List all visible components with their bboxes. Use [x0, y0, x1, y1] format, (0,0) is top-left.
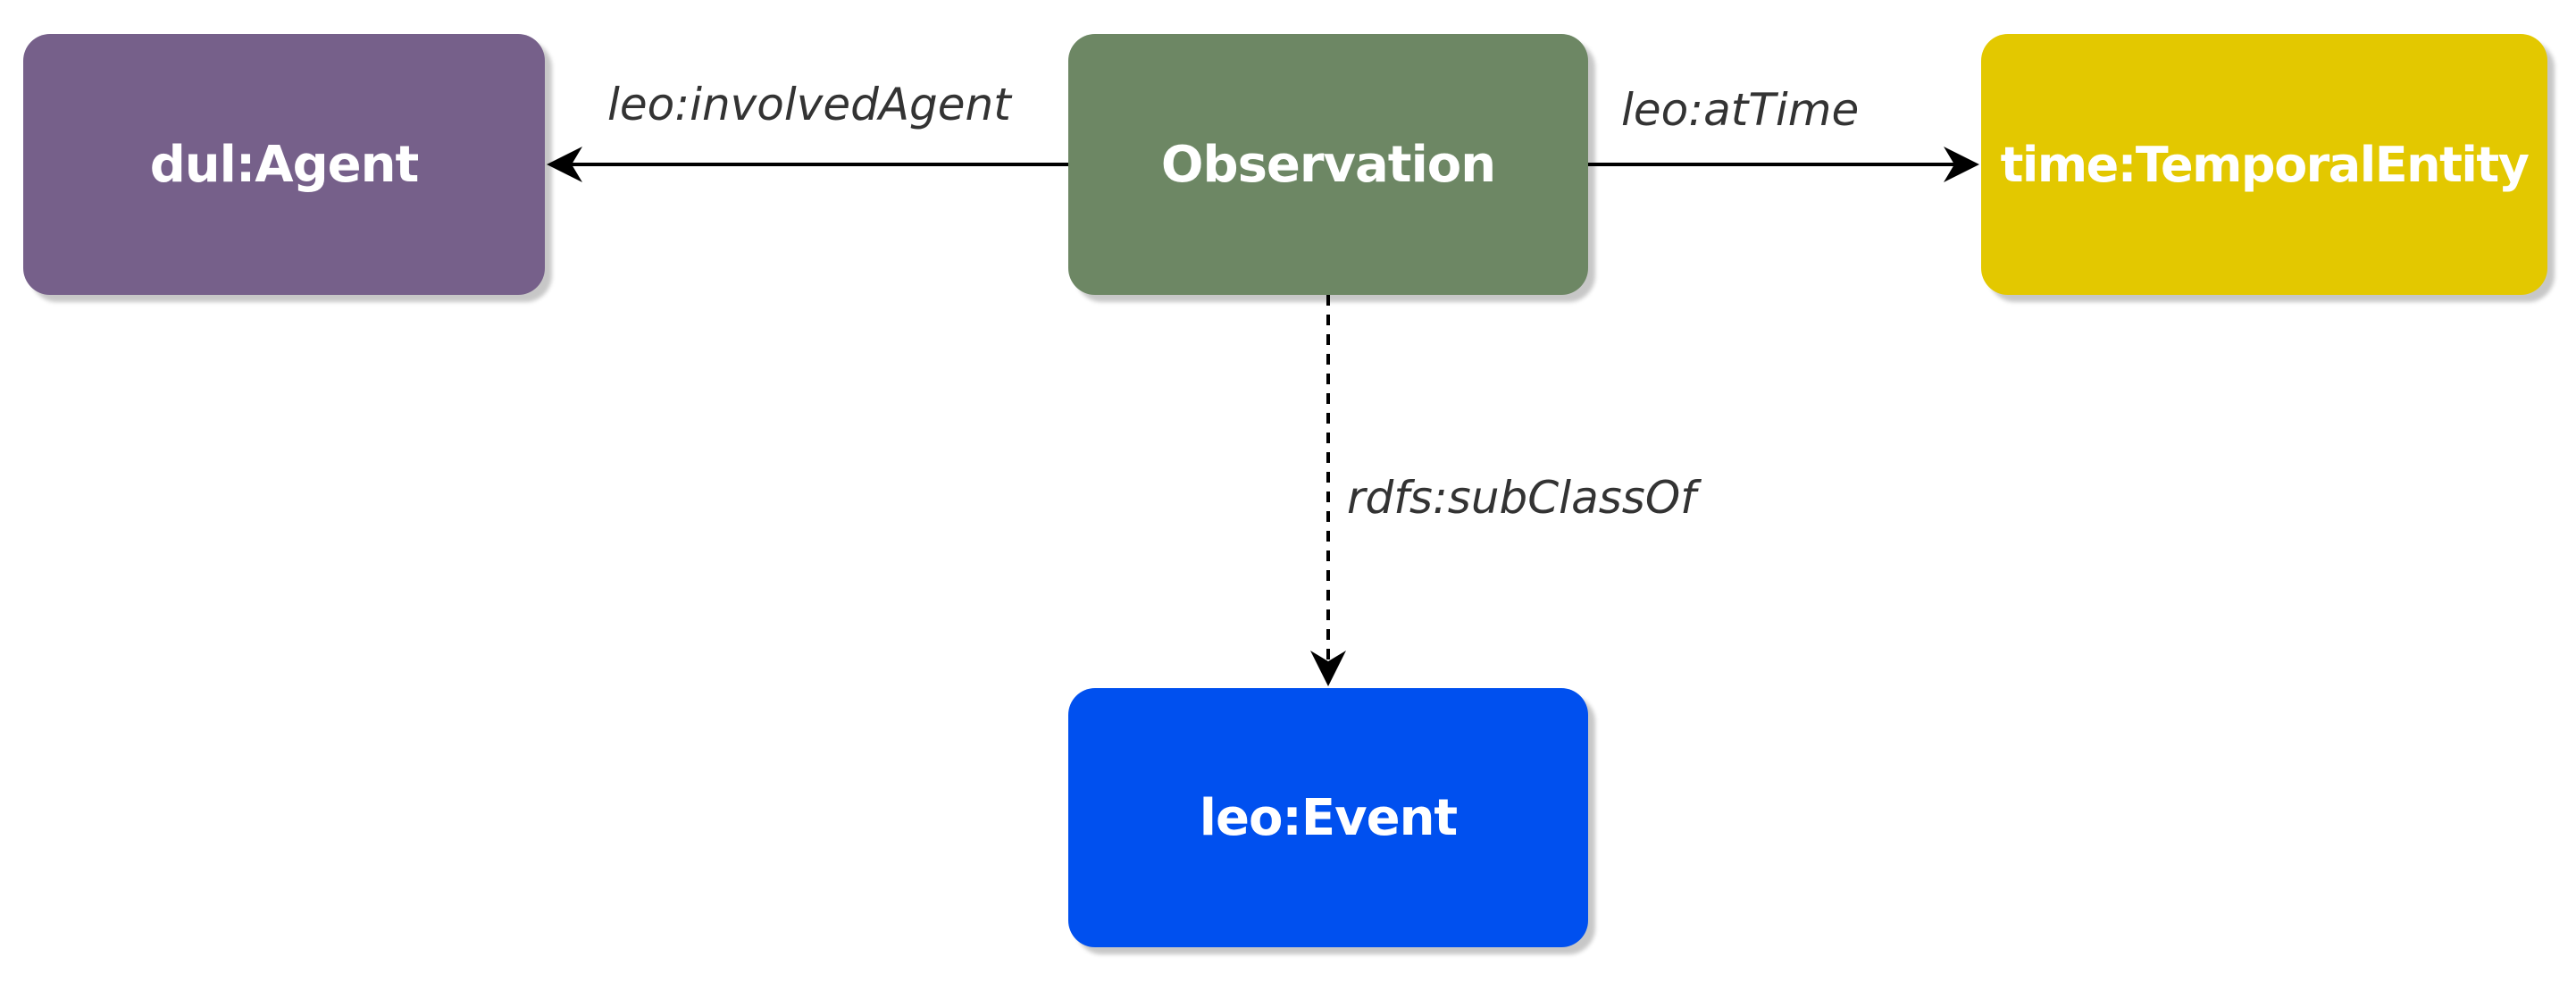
- edge-subclass-of: [1310, 295, 1346, 686]
- node-label: Observation: [1160, 135, 1496, 194]
- edge-label-at-time: leo:atTime: [1621, 84, 1860, 136]
- arrowhead-icon: [1310, 651, 1346, 686]
- node-label: dul:Agent: [149, 135, 420, 194]
- node-observation[interactable]: Observation: [1068, 34, 1588, 295]
- node-label: leo:Event: [1199, 788, 1458, 847]
- edge-label-involved-agent: leo:involvedAgent: [607, 79, 1011, 130]
- node-leo-event[interactable]: leo:Event: [1068, 688, 1588, 947]
- edge-label-subclass-of: rdfs:subClassOf: [1347, 472, 1696, 524]
- edge-involved-agent: [547, 147, 1068, 182]
- node-dul-agent[interactable]: dul:Agent: [23, 34, 545, 295]
- node-label: time:TemporalEntity: [2000, 136, 2530, 193]
- arrowhead-icon: [1944, 147, 1979, 182]
- edge-at-time: [1588, 147, 1979, 182]
- arrowhead-icon: [547, 147, 582, 182]
- node-time-temporal-entity[interactable]: time:TemporalEntity: [1981, 34, 2547, 295]
